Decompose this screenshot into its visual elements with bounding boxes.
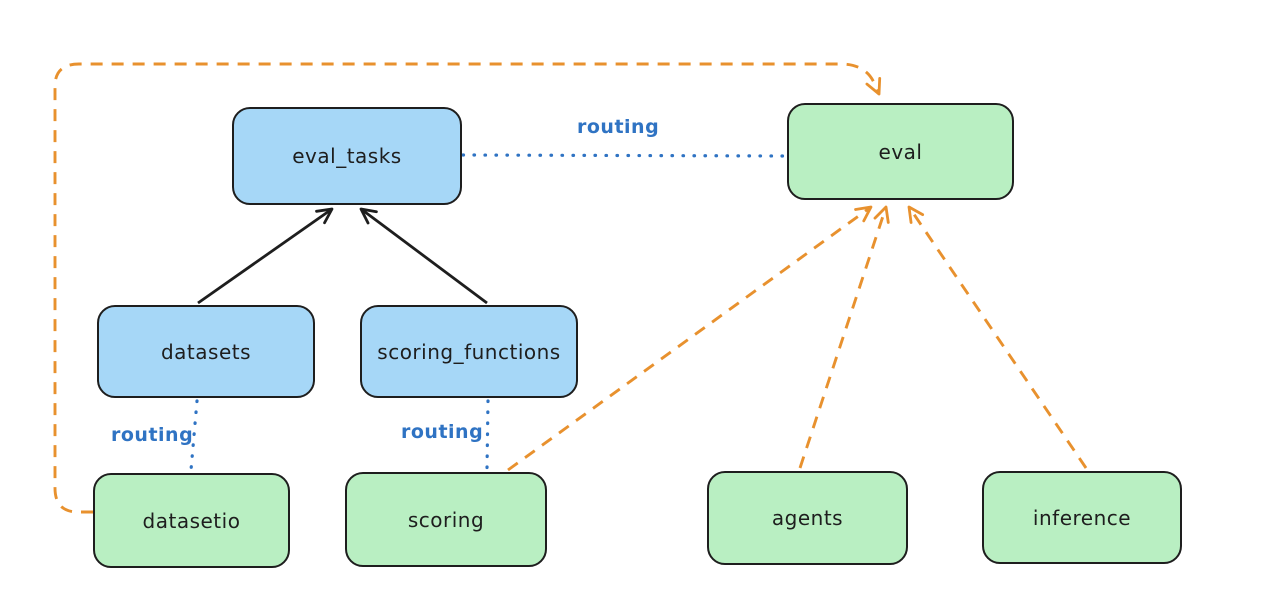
routing-label-eval-tasks-eval: routing [577,116,660,138]
node-eval-label: eval [878,139,923,164]
node-datasets: datasets [97,305,315,398]
edge-inference-to-eval [907,205,1088,469]
node-scoring-label: scoring [407,507,485,532]
node-datasetio: datasetio [93,473,290,568]
node-inference: inference [982,471,1182,564]
node-datasets-label: datasets [160,339,252,364]
routing-label-scoring-functions-scoring: routing [401,421,484,443]
node-scoring-functions-label: scoring_functions [377,339,561,364]
node-eval: eval [787,103,1014,200]
edge-agents-to-eval [798,205,890,469]
node-scoring-functions: scoring_functions [360,305,578,398]
edge-scoring_functions-to-scoring-routing [485,399,490,471]
node-eval-tasks: eval_tasks [232,107,462,205]
node-scoring: scoring [345,472,547,567]
edge-scoring_functions-to-eval_tasks [359,207,488,305]
node-inference-label: inference [1032,505,1132,530]
routing-label-datasets-datasetio: routing [111,424,194,446]
node-agents-label: agents [771,506,844,530]
node-eval-tasks-label: eval_tasks [292,144,402,168]
node-datasetio-label: datasetio [142,508,241,533]
edge-datasets-to-eval_tasks [197,207,334,305]
node-agents: agents [707,471,908,565]
edge-eval_tasks-to-eval-routing [461,153,788,158]
